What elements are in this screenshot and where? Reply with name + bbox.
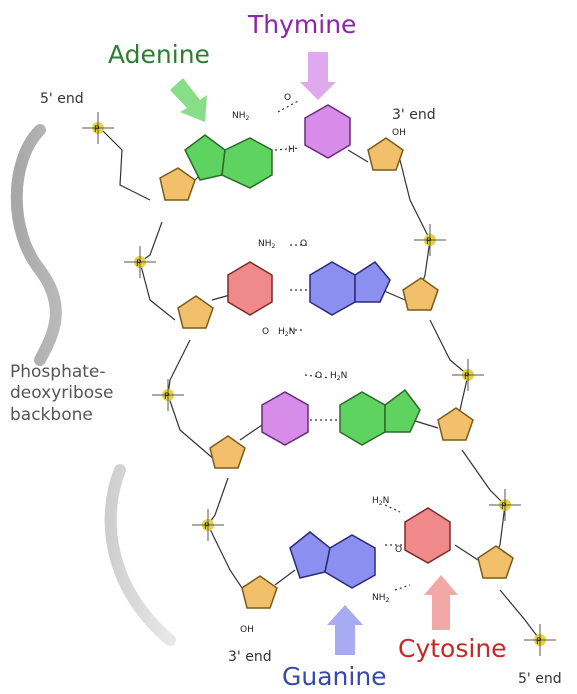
atom-o-4: O xyxy=(315,371,322,381)
atom-p-7: P xyxy=(501,502,507,512)
atom-h2n-2: H2N xyxy=(330,371,347,382)
sugar-r2 xyxy=(402,277,439,311)
label-thymine: Thymine xyxy=(248,10,357,39)
phosphate-l3 xyxy=(152,379,184,411)
cytosine-arrow xyxy=(424,575,458,630)
cytosine-base-4 xyxy=(404,507,451,564)
label-3-prime-top: 3' end xyxy=(392,107,436,123)
label-backbone: Phosphate- deoxyribose backbone xyxy=(10,362,170,426)
adenine-base-1 xyxy=(184,134,273,189)
thymine-base-1 xyxy=(304,104,351,159)
label-guanine: Guanine xyxy=(282,662,387,691)
guanine-base-2 xyxy=(309,261,391,316)
phosphate-r4 xyxy=(524,624,556,656)
guanine-arrow xyxy=(327,605,363,655)
atom-o-5: O xyxy=(395,545,402,555)
sugar-r4 xyxy=(477,545,514,579)
label-cytosine: Cytosine xyxy=(398,634,507,663)
atom-labels: NH2 O H OH NH2 O O H2N O H2N H2N O NH2 O… xyxy=(94,93,542,647)
atom-p-6: P xyxy=(464,372,470,382)
atom-p-5: P xyxy=(426,237,432,247)
phosphate-l4 xyxy=(192,509,224,541)
phosphate-r3 xyxy=(489,489,521,521)
atom-o-2: O xyxy=(300,239,307,249)
sugar-r1 xyxy=(367,137,404,171)
phosphate-l1 xyxy=(82,112,114,144)
label-backbone-line3: backbone xyxy=(10,404,93,425)
atom-p-2: P xyxy=(136,259,142,269)
atom-p-1: P xyxy=(94,125,100,135)
phosphates xyxy=(82,112,556,656)
atom-nh2-2: NH2 xyxy=(258,239,276,250)
atom-nh2-1: NH2 xyxy=(232,111,250,122)
phosphate-r1 xyxy=(414,224,446,256)
label-arrows xyxy=(170,52,458,655)
label-backbone-line1: Phosphate- xyxy=(10,362,106,382)
label-5-prime-bottom: 5' end xyxy=(518,671,562,687)
sugars xyxy=(159,137,514,609)
thymine-arrow xyxy=(300,52,336,100)
atom-p-4: P xyxy=(204,522,210,532)
label-5-prime-top: 5' end xyxy=(40,91,84,107)
adenine-base-3 xyxy=(339,388,421,446)
sugar-l4 xyxy=(241,575,278,609)
sugar-l2 xyxy=(177,295,214,329)
backbone-brace xyxy=(10,124,176,646)
adenine-arrow xyxy=(170,78,207,122)
sugar-l1 xyxy=(159,167,196,201)
phosphate-l2 xyxy=(124,246,156,278)
label-adenine: Adenine xyxy=(108,40,210,69)
atom-oh-2: OH xyxy=(240,625,254,635)
sugar-r3 xyxy=(437,407,474,441)
guanine-base-4 xyxy=(289,531,376,589)
label-3-prime-bottom: 3' end xyxy=(228,649,272,665)
atom-p-8: P xyxy=(536,637,542,647)
label-backbone-line2: deoxyribose xyxy=(10,383,114,404)
cytosine-base-2 xyxy=(227,261,273,316)
atom-o-3: O xyxy=(262,327,269,337)
atom-h2n-3: H2N xyxy=(372,496,389,507)
atom-h2n-1: H2N xyxy=(278,327,295,338)
atom-nh2-3: NH2 xyxy=(372,593,390,604)
atom-h-1: H xyxy=(288,145,295,155)
atom-oh-1: OH xyxy=(392,128,406,138)
sugar-l3 xyxy=(209,435,246,469)
phosphate-r2 xyxy=(452,359,484,391)
thymine-base-3 xyxy=(261,391,309,446)
atom-p-3: P xyxy=(164,392,170,402)
atom-o-1: O xyxy=(284,93,291,103)
